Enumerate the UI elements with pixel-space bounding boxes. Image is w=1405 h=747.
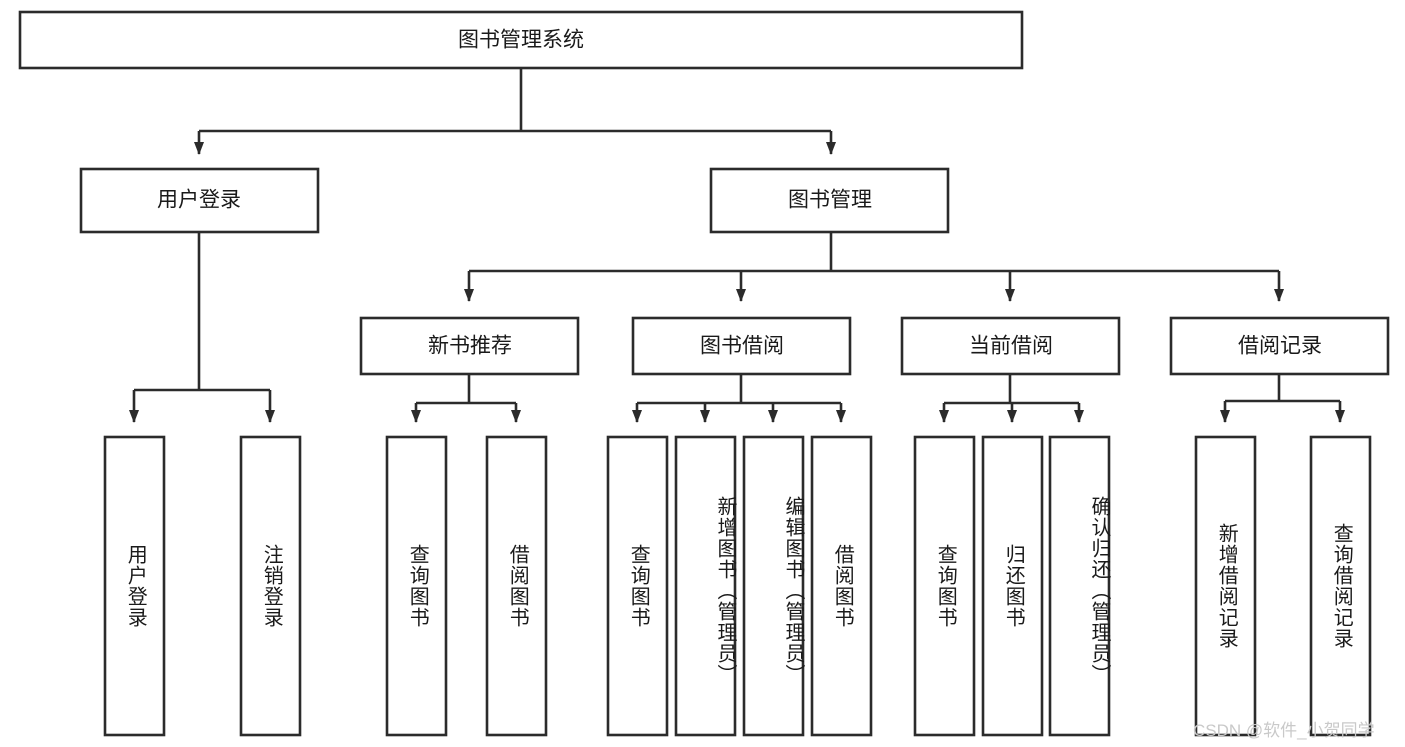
node-borrow-record-label: 借阅记录 bbox=[1238, 335, 1322, 358]
node-book-management-rect[interactable] bbox=[709, 167, 950, 234]
node-current-borrow[interactable]: 当前借阅 bbox=[900, 316, 1121, 376]
connector-group-new-book bbox=[411, 374, 521, 423]
leaf-rect-book-borrow-3[interactable] bbox=[742, 435, 805, 737]
leaf-rect-current-borrow-2[interactable] bbox=[981, 435, 1044, 737]
leaf-rect-book-borrow-2[interactable] bbox=[674, 435, 737, 737]
leaf-rect-borrow-record-1[interactable] bbox=[1194, 435, 1257, 737]
csdn-watermark: CSDN @软件_小贺同学 bbox=[1193, 721, 1375, 740]
connector-group-borrow-record bbox=[1220, 374, 1345, 423]
node-current-borrow-label: 当前借阅 bbox=[969, 335, 1053, 358]
leaf-rect-new-book-1[interactable] bbox=[385, 435, 448, 737]
node-current-borrow-rect[interactable] bbox=[900, 316, 1121, 376]
leaf-rect-borrow-record-2[interactable] bbox=[1309, 435, 1372, 737]
leaf-rect-user-login-1[interactable] bbox=[103, 435, 166, 737]
connector-group-book-mgmt bbox=[464, 232, 1284, 302]
leaf-rect-current-borrow-3[interactable] bbox=[1048, 435, 1111, 737]
node-book-management-label: 图书管理 bbox=[788, 189, 872, 212]
node-user-login-rect[interactable] bbox=[79, 167, 320, 234]
node-book-borrow-rect[interactable] bbox=[631, 316, 852, 376]
connector-group-user-login bbox=[129, 232, 275, 423]
leaf-rect-user-login-2[interactable] bbox=[239, 435, 302, 737]
connector-group-root bbox=[194, 68, 836, 155]
node-new-book-recommend[interactable]: 新书推荐 bbox=[359, 316, 580, 376]
node-book-management[interactable]: 图书管理 bbox=[709, 167, 950, 234]
node-user-login-label: 用户登录 bbox=[157, 189, 241, 212]
leaf-rect-new-book-2[interactable] bbox=[485, 435, 548, 737]
node-root-label: 图书管理系统 bbox=[458, 29, 584, 52]
node-user-login[interactable]: 用户登录 bbox=[79, 167, 320, 234]
leaf-rect-current-borrow-1[interactable] bbox=[913, 435, 976, 737]
connector-group-book-borrow bbox=[632, 374, 846, 423]
node-borrow-record[interactable]: 借阅记录 bbox=[1169, 316, 1390, 376]
leaf-rect-book-borrow-1[interactable] bbox=[606, 435, 669, 737]
node-book-borrow-label: 图书借阅 bbox=[700, 335, 784, 358]
node-new-book-recommend-rect[interactable] bbox=[359, 316, 580, 376]
node-new-book-recommend-label: 新书推荐 bbox=[428, 335, 512, 358]
node-borrow-record-rect[interactable] bbox=[1169, 316, 1390, 376]
node-root[interactable]: 图书管理系统 bbox=[18, 10, 1024, 70]
node-root-rect[interactable] bbox=[18, 10, 1024, 70]
leaf-rect-book-borrow-4[interactable] bbox=[810, 435, 873, 737]
node-book-borrow[interactable]: 图书借阅 bbox=[631, 316, 852, 376]
connector-group-current-borrow bbox=[939, 374, 1084, 423]
